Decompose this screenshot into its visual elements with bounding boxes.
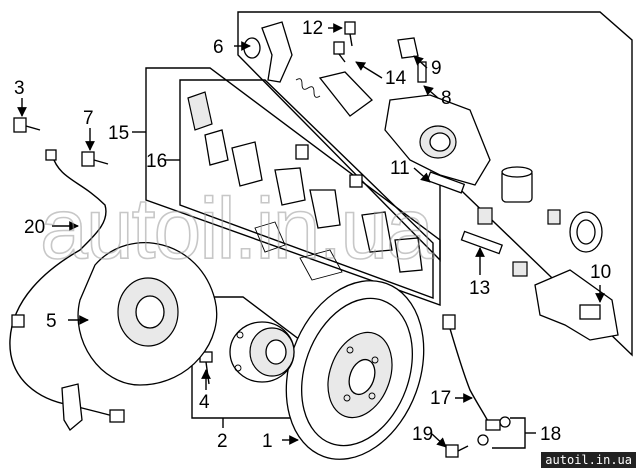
dust-cap-9 [397,37,419,59]
callout-6: 6 [213,37,224,58]
banjo-washers-18 [477,416,511,446]
leader-lines [17,23,605,449]
piston [501,166,533,203]
callout-17: 17 [430,388,451,409]
abs-sensor-wire [9,149,125,431]
watermark: autoil.in.ua [40,181,434,277]
caliper-group-frame [237,11,633,357]
boots [477,207,561,277]
callout-13: 13 [469,278,490,299]
callout-15: 15 [108,123,129,144]
pads-group-frame [145,67,441,306]
brake-pads [187,91,423,281]
guide-pin-13 [460,230,503,255]
bolt-12 [344,21,356,47]
bolt-3 [13,117,41,133]
spring-clip [295,71,373,117]
brake-disc [285,280,425,460]
callout-8: 8 [441,88,452,109]
callout-2: 2 [217,431,228,452]
bolt-14 [333,41,346,63]
callout-20: 20 [24,217,45,238]
callout-10: 10 [590,262,611,283]
callout-7: 7 [83,108,94,129]
piston-seal [569,211,603,253]
wheel-hub [229,321,295,383]
callout-12: 12 [302,18,323,39]
callout-9: 9 [431,58,442,79]
brake-hose [442,314,501,431]
caliper-body [384,94,491,186]
callout-1: 1 [262,431,273,452]
callout-16: 16 [146,151,167,172]
callout-19: 19 [412,424,433,445]
callout-4: 4 [199,392,210,413]
pads-inner-frame [179,79,434,300]
bolt-7 [81,151,109,167]
site-label[interactable]: autoil.in.ua [541,452,636,468]
dust-shield [77,242,218,386]
callout-14: 14 [385,68,407,89]
callout-11: 11 [390,158,410,179]
callout-labels: 1 2 3 4 5 6 7 8 9 10 11 12 13 14 15 16 1… [14,18,611,452]
callout-18: 18 [540,424,561,445]
banjo-bolt-19 [445,444,469,458]
caliper-bracket-6 [243,21,293,83]
callout-3: 3 [14,78,25,99]
caliper-carrier-10 [534,269,619,341]
bleeder-8 [417,61,427,83]
callout-5: 5 [46,311,57,332]
